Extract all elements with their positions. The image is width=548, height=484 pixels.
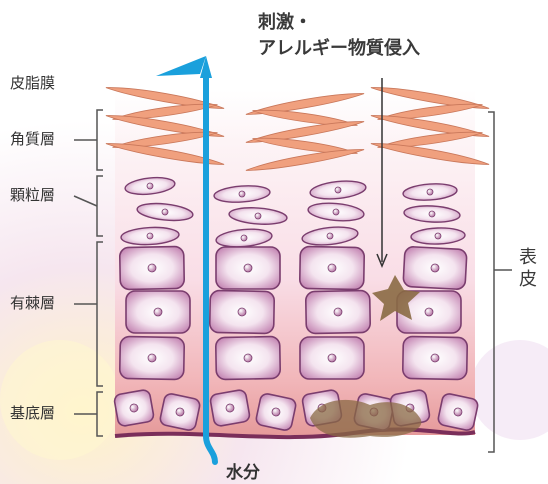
- basal-cell: [113, 389, 154, 427]
- sebum-label: 皮脂膜: [10, 72, 55, 93]
- spinous-cell-nucleus: [244, 354, 252, 362]
- spinous-cell-nucleus: [431, 354, 439, 362]
- basal-cell: [255, 393, 297, 432]
- spinous-cell: [216, 336, 281, 379]
- spinous-cell: [403, 246, 467, 289]
- stimulus-label-line1: 刺激・: [258, 12, 312, 34]
- spinous-cell: [120, 246, 185, 289]
- granular-cell-nucleus: [335, 187, 342, 194]
- granular-cell-nucleus: [435, 233, 441, 239]
- spinous-cell-nucleus: [328, 354, 336, 362]
- spinous-cell: [300, 337, 364, 379]
- allergen-spread: [310, 400, 421, 438]
- granular-cell-nucleus: [429, 211, 435, 217]
- epidermis-label-1: 表: [518, 248, 538, 268]
- spinous-cell-nucleus: [148, 264, 156, 272]
- spinous-cell: [216, 247, 280, 289]
- epidermis-label-2: 皮: [518, 270, 538, 290]
- granular-cell-nucleus: [327, 233, 334, 240]
- stratum-basale-label: 基底層: [10, 402, 55, 423]
- spinous-cell-nucleus: [148, 354, 156, 362]
- granular-cell-nucleus: [147, 183, 154, 190]
- spinous-cell: [210, 290, 275, 333]
- spinous-cell: [306, 290, 371, 333]
- spinous-cell: [120, 336, 185, 379]
- stratum-granulosum-label: 顆粒層: [10, 184, 55, 205]
- basal-cell: [437, 393, 479, 432]
- spinous-cell-nucleus: [334, 308, 342, 316]
- basal-cell: [209, 389, 250, 427]
- spinous-cell-nucleus: [244, 264, 252, 272]
- granular-cell-nucleus: [427, 189, 433, 195]
- stratum-spinosum-label: 有棘層: [10, 292, 55, 313]
- granular-cell-nucleus: [255, 213, 261, 219]
- basal-cell: [159, 393, 201, 432]
- spinous-cell: [403, 336, 468, 379]
- spinous-cell: [300, 246, 365, 289]
- spinous-cell-nucleus: [425, 308, 433, 316]
- spinous-cell-nucleus: [154, 308, 162, 316]
- granular-cell-nucleus: [241, 235, 248, 242]
- background-sparkle: [0, 340, 120, 460]
- stimulus-label-line2: アレルギー物質侵入: [258, 38, 420, 60]
- spinous-cell-nucleus: [328, 264, 336, 272]
- spinous-cell-nucleus: [431, 264, 439, 272]
- spinous-cell-nucleus: [238, 308, 246, 316]
- water-label: 水分: [226, 458, 260, 483]
- granular-cell-nucleus: [239, 191, 245, 197]
- spinous-cell: [126, 291, 190, 333]
- granular-cell-nucleus: [162, 209, 169, 216]
- stratum-corneum-label: 角質層: [10, 128, 55, 149]
- granular-cell-nucleus: [333, 209, 340, 216]
- granular-cell-nucleus: [147, 233, 153, 239]
